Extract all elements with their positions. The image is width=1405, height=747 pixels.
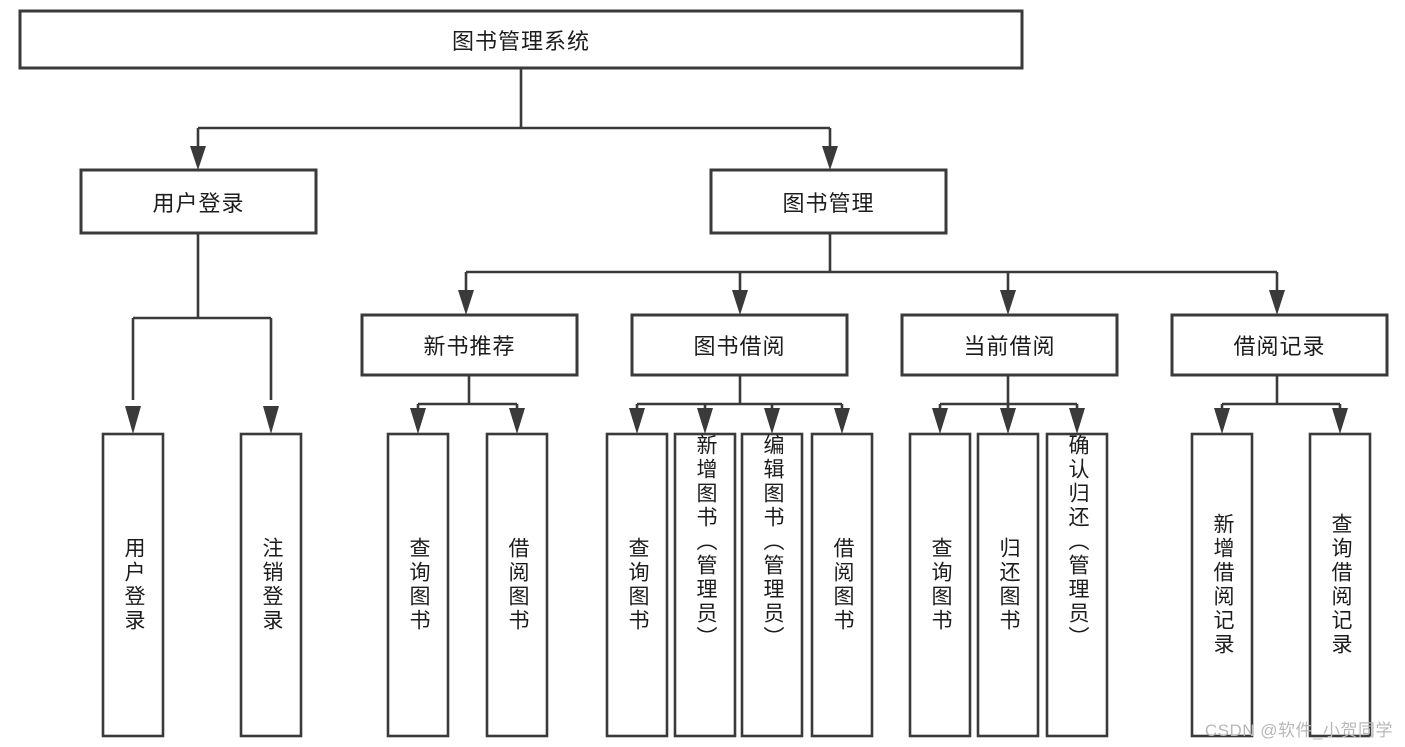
leaf-new-book-1[interactable]: [485, 432, 549, 738]
node-current-borrow[interactable]: [900, 313, 1119, 377]
leaf-book-borrow-1[interactable]: [673, 432, 737, 738]
csdn-watermark: CSDN @软件_小贺同学: [1204, 721, 1393, 740]
leaf-user-login-1[interactable]: [239, 432, 303, 738]
node-user-login[interactable]: [79, 168, 318, 235]
leaf-current-borrow-0[interactable]: [908, 432, 972, 738]
connector-current-borrow-to-leaves: [932, 375, 1085, 434]
leaf-book-borrow-2[interactable]: [740, 432, 804, 738]
node-root-book-management-system[interactable]: [18, 9, 1024, 70]
connector-new-book-to-leaves: [410, 375, 525, 434]
connector-borrow-record-to-leaves: [1214, 375, 1348, 434]
node-book-borrow[interactable]: [630, 313, 849, 377]
connector-user-login-to-leaves: [125, 233, 279, 434]
connector-root-to-level2: [190, 68, 838, 170]
connector-book-mgmt-to-level3: [458, 233, 1285, 315]
node-borrow-record[interactable]: [1170, 313, 1389, 377]
leaf-new-book-0[interactable]: [386, 432, 450, 738]
leaf-user-login-0[interactable]: [101, 432, 165, 738]
node-book-management[interactable]: [709, 168, 948, 235]
leaf-current-borrow-2[interactable]: [1045, 432, 1109, 738]
leaf-borrow-record-0[interactable]: [1190, 432, 1254, 738]
leaf-current-borrow-1[interactable]: [976, 432, 1040, 738]
leaf-book-borrow-0[interactable]: [605, 432, 669, 738]
node-new-book-recommend[interactable]: [360, 313, 579, 377]
leaf-book-borrow-3[interactable]: [810, 432, 874, 738]
connector-book-borrow-to-leaves: [629, 375, 850, 434]
leaf-borrow-record-1[interactable]: [1308, 432, 1372, 738]
